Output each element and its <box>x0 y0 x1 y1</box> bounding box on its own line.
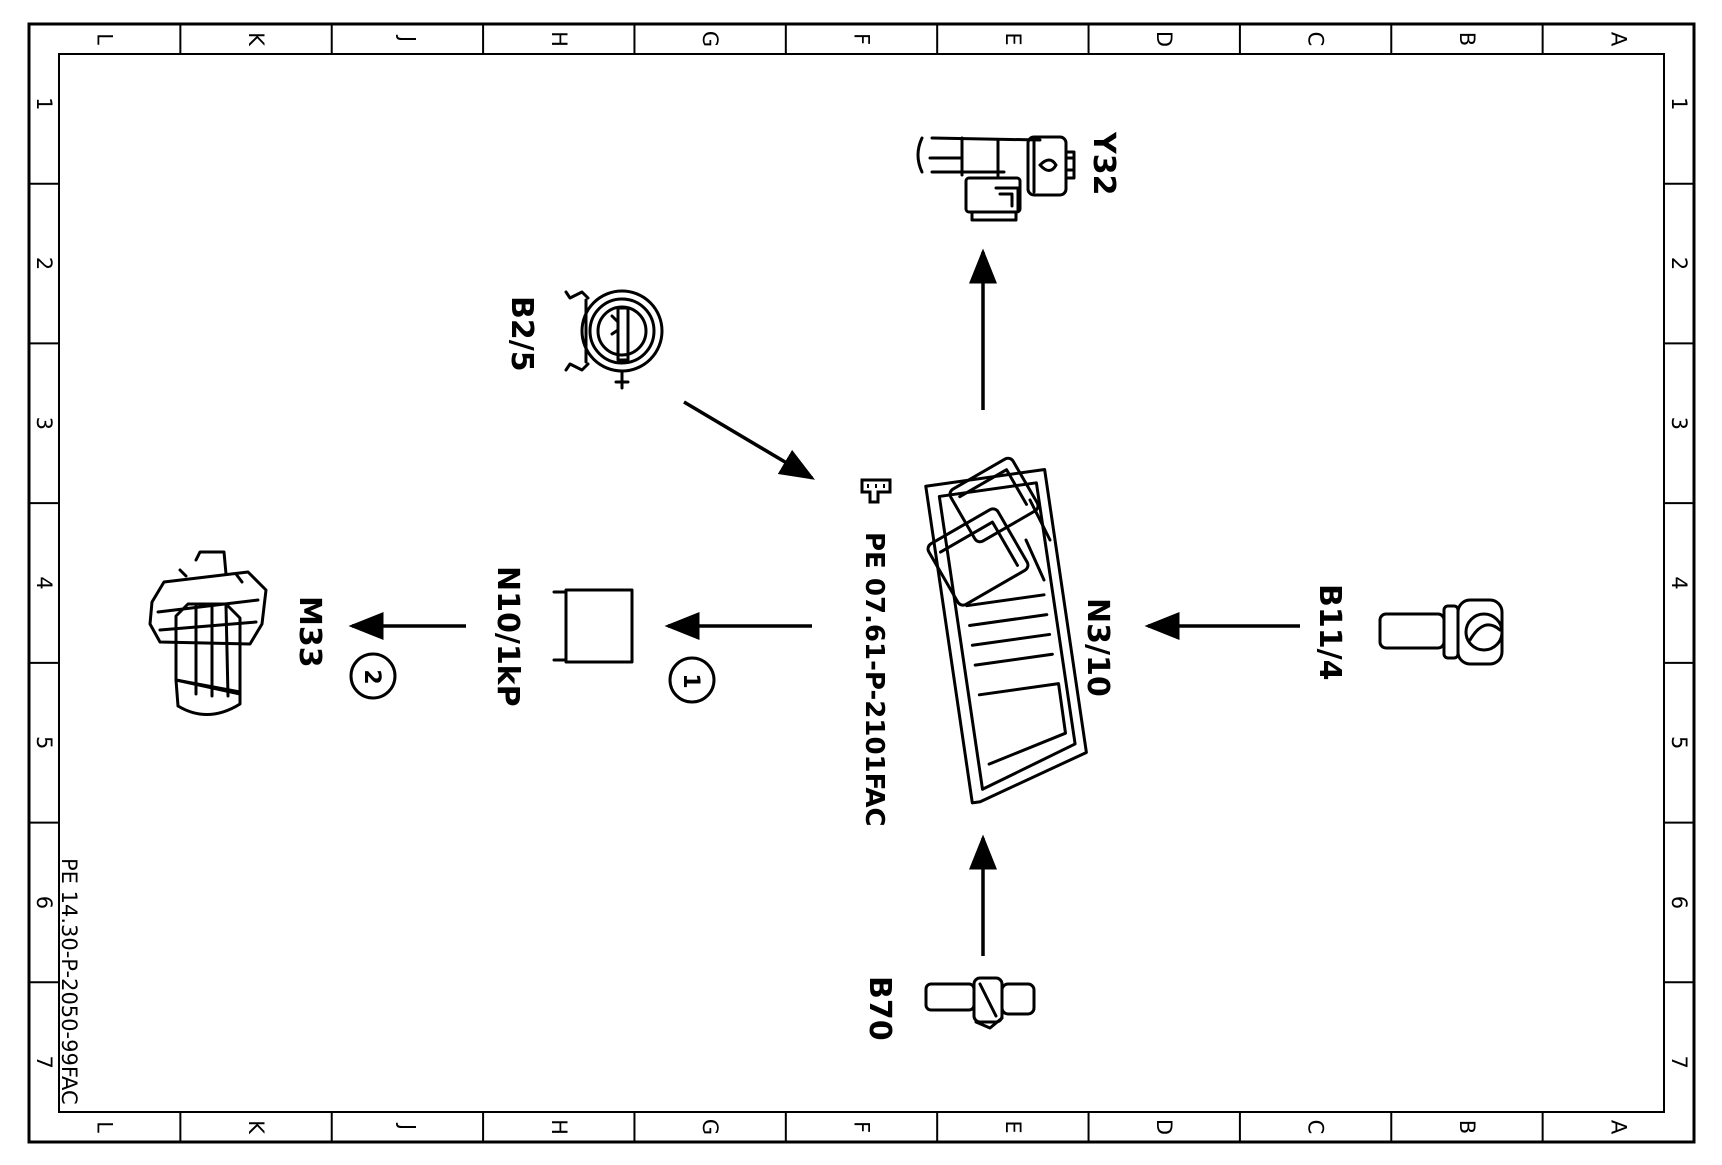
column-label-top: C <box>1304 32 1328 47</box>
row-label-left: 5 <box>32 736 56 749</box>
arrow-b2-5-to-n3-10 <box>683 400 816 480</box>
callout-1: 1 <box>668 656 716 704</box>
column-label-top: H <box>547 31 571 47</box>
row-label-left: 7 <box>32 1055 56 1068</box>
column-label-bottom: F <box>850 1121 874 1133</box>
b2-5-component-icon <box>564 289 664 390</box>
y32-component-icon <box>916 135 1076 222</box>
row-label-left: 2 <box>32 257 56 270</box>
column-label-bottom: L <box>93 1121 117 1133</box>
grid-ticks <box>29 24 1694 1142</box>
row-label-right: 2 <box>1667 257 1691 270</box>
column-label-top: D <box>1152 31 1176 47</box>
column-label-top: F <box>850 33 874 45</box>
callout-2: 2 <box>349 652 397 700</box>
document-id: PE 14.30-P-2050-99FAC <box>57 858 81 1105</box>
row-label-right: 6 <box>1667 896 1691 909</box>
b11-4-label: B11/4 <box>1312 584 1347 680</box>
n3-10-control-unit-icon <box>924 456 1088 805</box>
column-label-top: G <box>698 31 722 47</box>
column-label-bottom: E <box>1001 1120 1025 1133</box>
n3-10-label: N3/10 <box>1080 598 1115 697</box>
column-label-bottom: B <box>1455 1120 1479 1134</box>
row-label-left: 1 <box>32 97 56 110</box>
row-label-right: 7 <box>1667 1055 1691 1068</box>
m33-component-icon <box>148 550 268 716</box>
y32-label: Y32 <box>1086 131 1121 195</box>
signal-arrows <box>348 248 1300 956</box>
column-label-bottom: G <box>698 1119 722 1135</box>
column-label-top: J <box>395 34 419 42</box>
column-label-bottom: C <box>1304 1120 1328 1135</box>
b11-4-component-icon <box>1378 598 1504 666</box>
n10-1kp-label: N10/1kP <box>490 566 525 707</box>
column-label-top: L <box>93 33 117 45</box>
column-label-bottom: H <box>547 1119 571 1135</box>
row-label-left: 6 <box>32 896 56 909</box>
column-label-bottom: A <box>1606 1120 1630 1135</box>
pointing-hand-icon <box>860 478 892 504</box>
b2-5-label: B2/5 <box>504 296 539 372</box>
column-label-top: E <box>1001 32 1025 45</box>
row-label-right: 5 <box>1667 736 1691 749</box>
inner-frame-border <box>58 53 1665 1113</box>
column-label-bottom: D <box>1152 1119 1176 1135</box>
b70-label: B70 <box>862 976 897 1041</box>
callout-2-number: 2 <box>359 669 384 684</box>
n10-1kp-relay-icon <box>552 588 634 664</box>
row-label-right: 1 <box>1667 97 1691 110</box>
outer-frame-border <box>27 22 1696 1144</box>
row-label-left: 3 <box>32 417 56 430</box>
column-label-top: K <box>244 32 268 47</box>
column-label-bottom: J <box>395 1122 419 1130</box>
column-label-top: B <box>1455 32 1479 46</box>
callout-1-number: 1 <box>678 673 703 688</box>
row-label-left: 4 <box>32 576 56 589</box>
row-label-right: 4 <box>1667 576 1691 589</box>
m33-label: M33 <box>292 596 327 668</box>
column-label-bottom: K <box>244 1120 268 1135</box>
b70-component-icon <box>924 976 1036 1030</box>
column-label-top: A <box>1606 32 1630 47</box>
grid-labels: L L K K J J H H G G F F E E D D C C B B A A 1 1 2 2 3 3 4 4 5 5 6 6 7 7 <box>32 31 1691 1135</box>
row-label-right: 3 <box>1667 417 1691 430</box>
reference-code: PE 07.61-P-2101FAC <box>859 532 889 827</box>
